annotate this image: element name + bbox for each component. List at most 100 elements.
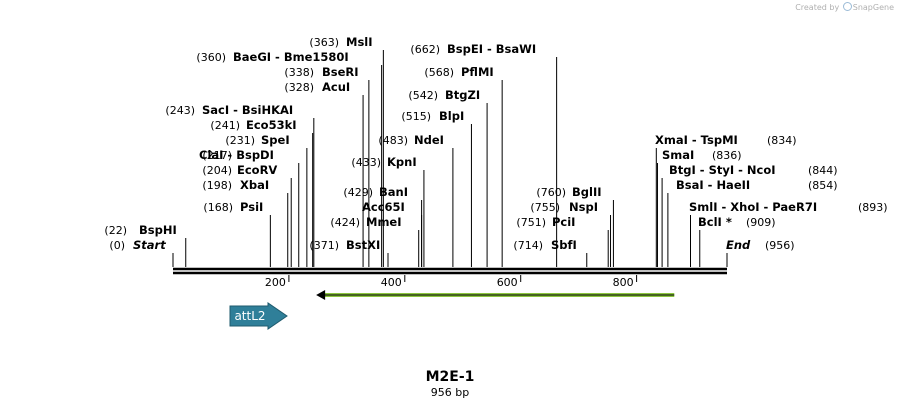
site-label-eco53ki[interactable]: (241)Eco53kI (210, 118, 296, 132)
enzyme-bani: BanI (379, 185, 408, 199)
site-label-kpni[interactable]: (433) KpnI (351, 155, 416, 169)
site-label-bani[interactable]: (429) BanI (343, 185, 408, 199)
site-position: (198) (202, 179, 232, 192)
enzyme-separator: - (223, 148, 236, 162)
site-label-bcli[interactable]: BclI *(909) (698, 215, 776, 229)
site-label-bsai[interactable]: BsaI - HaeII(854) (676, 178, 838, 192)
site-label-bspei[interactable]: (662)BspEI - BsaWI (410, 42, 536, 56)
ruler-tick-label-600: 600 (497, 276, 518, 289)
enzyme-sbfi: SbfI (551, 238, 577, 252)
orf-arrow[interactable] (316, 290, 675, 300)
site-label-ecorv[interactable]: (204)EcoRV (202, 163, 277, 177)
site-position: (231) (225, 134, 255, 147)
site-label-bsphi[interactable]: (22) BspHI (104, 223, 176, 237)
enzyme-separator: - (696, 163, 709, 177)
site-position: (429) (343, 186, 373, 199)
enzyme-bglii: BglII (572, 185, 602, 199)
enzyme-name: XmaI - TspMI (655, 133, 738, 147)
enzyme-bsphi: BspHI (139, 223, 177, 237)
site-label-blpi[interactable]: (515) BlpI (401, 109, 464, 123)
snapgene-logo-icon (842, 2, 852, 11)
end-text: End (726, 238, 751, 252)
enzyme-name: MmeI (366, 215, 402, 229)
enzyme-name: SpeI (261, 133, 290, 147)
start-position: (0) (109, 239, 125, 252)
enzyme-name: BseRI (322, 65, 359, 79)
site-label-acc65i[interactable]: Acc65I (362, 200, 405, 214)
enzyme-blpi: BlpI (439, 109, 464, 123)
site-position: (243) (165, 104, 195, 117)
site-label-bglii[interactable]: (760)BglII (536, 185, 601, 199)
site-label-ndei[interactable]: (483)NdeI (378, 133, 444, 147)
site-label-xbai[interactable]: (198) XbaI (202, 178, 269, 192)
site-label-baegi[interactable]: (360)BaeGI - Bme1580I (196, 50, 348, 64)
enzyme-name: SmaI (662, 148, 694, 162)
enzyme-name: BsaI - HaeII (676, 178, 750, 192)
site-label-xmai[interactable]: XmaI - TspMI(834) (655, 133, 797, 147)
enzyme-name: SmlI - XhoI - PaeR7I (689, 200, 817, 214)
site-label-bseri[interactable]: (338)BseRI (284, 65, 358, 79)
site-position: (433) (351, 156, 381, 169)
enzyme-name: BspHI (139, 223, 177, 237)
enzyme-name: MslI (346, 35, 373, 49)
enzyme-name: PflMI (461, 65, 494, 79)
enzyme-smli: SmlI (689, 200, 718, 214)
site-label-clai[interactable]: (217)ClaI - BspDI (199, 148, 274, 162)
enzyme-xbai: XbaI (240, 178, 269, 192)
enzyme-kpni: KpnI (387, 155, 417, 169)
site-lines (172, 50, 728, 267)
enzyme-name: PsiI (240, 200, 263, 214)
site-position: (363) (309, 36, 339, 49)
site-label-btgzi[interactable]: (542)BtgZI (408, 88, 480, 102)
site-label-btgi[interactable]: BtgI - StyI - NcoI (844) (669, 163, 838, 177)
enzyme-xhoi: XhoI (730, 200, 759, 214)
enzyme-separator: - (760, 200, 773, 214)
enzyme-ncoi: NcoI (747, 163, 776, 177)
enzyme-psii: PsiI (240, 200, 263, 214)
site-position: (844) (808, 164, 838, 177)
site-label-bstxi[interactable]: (371)BstXI (309, 238, 380, 252)
site-label-saci[interactable]: (243)SacI - BsiHKAI (165, 103, 293, 117)
enzyme-name: PciI (552, 215, 575, 229)
enzyme-nspi: NspI (569, 200, 598, 214)
site-label-pflmi[interactable]: (568)PflMI (424, 65, 493, 79)
feature-attl2[interactable]: attL2 (229, 302, 288, 330)
enzyme-separator: - (688, 133, 701, 147)
enzyme-separator: - (704, 178, 717, 192)
site-label-nspi[interactable]: (755)NspI (530, 200, 598, 214)
site-label-sbfi[interactable]: (714) SbfI (513, 238, 576, 252)
site-position: (22) (104, 224, 127, 237)
site-position: (241) (210, 119, 240, 132)
enzyme-btgi: BtgI (669, 163, 696, 177)
site-position: (751) (516, 216, 546, 229)
enzyme-separator: - (483, 42, 496, 56)
site-note-marker: * (722, 215, 732, 229)
enzyme-name: XbaI (240, 178, 269, 192)
enzyme-xmai: XmaI (655, 133, 688, 147)
enzyme-bsawi: BsaWI (496, 42, 536, 56)
enzyme-separator: - (734, 163, 747, 177)
site-label-mmei[interactable]: (424)MmeI (330, 215, 401, 229)
enzyme-name: BtgI - StyI - NcoI (669, 163, 776, 177)
site-label-msli[interactable]: (363) MslI (309, 35, 372, 49)
site-label-pcii[interactable]: (751) PciI (516, 215, 575, 229)
enzyme-name: BtgZI (445, 88, 480, 102)
site-position: (515) (401, 110, 431, 123)
snapgene-credit: Created by SnapGene (795, 2, 894, 12)
enzyme-mmei: MmeI (366, 215, 402, 229)
enzyme-acc65i: Acc65I (362, 200, 405, 214)
site-label-spei[interactable]: (231) SpeI (225, 133, 289, 147)
site-label-psii[interactable]: (168)PsiI (203, 200, 263, 214)
site-label-acui[interactable]: (328)AcuI (284, 80, 350, 94)
site-label-smai[interactable]: SmaI(836) (662, 148, 742, 162)
site-position: (714) (513, 239, 543, 252)
enzyme-name: KpnI (387, 155, 417, 169)
end-position: (956) (765, 239, 795, 252)
backbone (173, 267, 727, 275)
enzyme-bsihkai: BsiHKAI (242, 103, 293, 117)
attl2-label: attL2 (234, 309, 265, 323)
site-label-smli[interactable]: SmlI - XhoI - PaeR7I(893) (689, 200, 888, 214)
ruler-tick-label-800: 800 (613, 276, 634, 289)
